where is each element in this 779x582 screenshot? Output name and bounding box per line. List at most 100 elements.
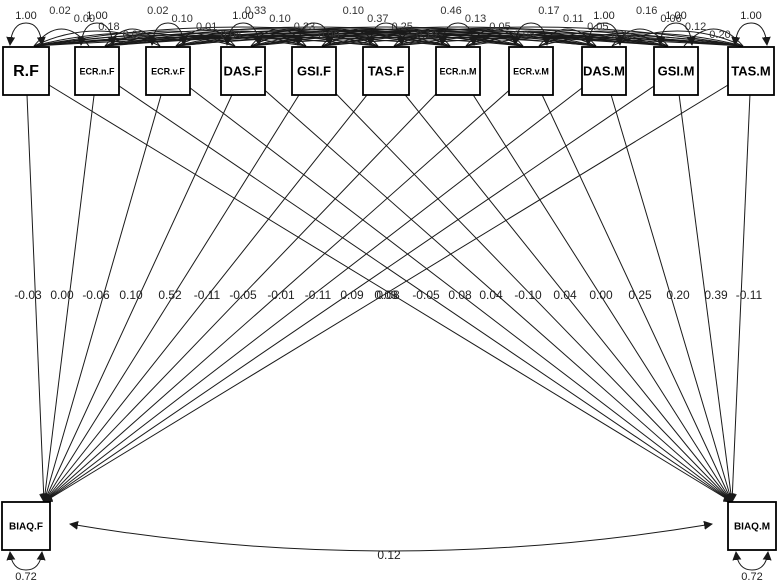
covariance-label: 0.46 bbox=[440, 5, 461, 17]
path-coefficient: 0.00 bbox=[589, 288, 613, 302]
path-coefficient: -0.10 bbox=[514, 288, 542, 302]
variance-label: 1.00 bbox=[740, 10, 761, 22]
node-tasf: TAS.F bbox=[362, 46, 410, 96]
node-biaqf: BIAQ.F0.72 bbox=[1, 501, 51, 582]
path-to-biaq-f bbox=[43, 70, 244, 503]
covariance-label: 0.10 bbox=[171, 13, 192, 25]
path-coefficient: -0.11 bbox=[194, 288, 221, 302]
path-to-biaq-f bbox=[43, 70, 532, 503]
node-box bbox=[435, 46, 481, 96]
node-dasm: DAS.M bbox=[581, 46, 627, 96]
path-to-biaq-f bbox=[43, 70, 677, 503]
path-to-biaq-m bbox=[530, 70, 733, 503]
node-label: R.F bbox=[13, 63, 39, 80]
covariance-label: 0.02 bbox=[49, 5, 70, 17]
path-to-biaq-m bbox=[167, 70, 733, 503]
node-gsif: GSI.F bbox=[291, 46, 337, 96]
path-coefficient: 0.08 bbox=[376, 288, 400, 302]
covariance-arc bbox=[393, 32, 597, 47]
path-to-biaq-m bbox=[457, 70, 733, 503]
variance-label: 1.00 bbox=[665, 10, 686, 22]
endogenous-variables: BIAQ.F0.72 BIAQ.M 0.72 bbox=[1, 501, 777, 582]
path-coefficient: 0.00 bbox=[50, 288, 74, 302]
covariance-label: 0.25 bbox=[391, 21, 412, 33]
covariance-label: 0.09 bbox=[123, 29, 144, 41]
path-coefficient: -0.11 bbox=[305, 288, 332, 302]
residual-covariance-arc bbox=[69, 520, 713, 552]
path-coefficient: 0.04 bbox=[479, 288, 503, 302]
path-to-biaq-f bbox=[43, 70, 605, 503]
variance-label: 1.00 bbox=[15, 10, 36, 22]
path-coefficient: 0.04 bbox=[553, 288, 577, 302]
variance-loop bbox=[731, 22, 771, 46]
path-coefficient: -0.03 bbox=[14, 288, 42, 302]
path-to-biaq-m bbox=[675, 70, 736, 503]
covariance-label: 0.12 bbox=[685, 21, 706, 33]
node-label: GSI.F bbox=[297, 63, 331, 78]
path-to-biaq-m bbox=[313, 70, 733, 503]
path-to-biaq-m bbox=[242, 70, 733, 503]
path-coefficient: 0.09 bbox=[340, 288, 364, 302]
variance-loop bbox=[366, 22, 406, 46]
path-to-biaq-f bbox=[43, 70, 752, 503]
node-box bbox=[508, 46, 554, 96]
node-label: ECR.v.F bbox=[151, 66, 185, 76]
path-coefficient: -0.05 bbox=[412, 288, 440, 302]
variance-loop bbox=[148, 22, 188, 46]
covariance-arc bbox=[538, 32, 744, 47]
residual-loop bbox=[732, 551, 772, 571]
path-coefficient: 0.10 bbox=[119, 288, 143, 302]
covariance-arc bbox=[538, 30, 669, 47]
node-box bbox=[581, 46, 627, 96]
node-box bbox=[1, 501, 51, 551]
path-coefficient: 0.08 bbox=[448, 288, 472, 302]
node-box bbox=[2, 46, 50, 96]
path-to-biaq-f bbox=[43, 70, 315, 503]
path-coefficient: -0.05 bbox=[229, 288, 257, 302]
covariance-label: 0.17 bbox=[538, 5, 559, 17]
top-covariance-arcs: 0.020.000.180.090.020.100.010.040.330.10… bbox=[6, 5, 771, 47]
covariance-arc bbox=[465, 32, 669, 47]
node-ecrnf: ECR.n.F bbox=[74, 46, 120, 96]
path-coefficient: 0.25 bbox=[628, 288, 652, 302]
covariance-label: 0.37 bbox=[367, 13, 388, 25]
node-label: DAS.F bbox=[224, 63, 263, 78]
path-coefficient: -0.06 bbox=[82, 288, 110, 302]
covariance-arc bbox=[465, 30, 597, 47]
node-ecrvf: ECR.v.F bbox=[145, 46, 191, 96]
node-box bbox=[727, 46, 775, 96]
node-label: ECR.v.M bbox=[513, 66, 549, 76]
node-box bbox=[727, 501, 777, 551]
exogenous-variables: R.F ECR.n.F ECR.v.F DAS.F GSI.F TAS.F ECR.n.M E… bbox=[2, 46, 775, 96]
path-to-biaq-m bbox=[727, 70, 752, 503]
covariance-label: 0.19 bbox=[416, 29, 437, 41]
path-to-biaq-f bbox=[41, 70, 169, 503]
residual-loop bbox=[6, 551, 46, 571]
covariance-label: 0.13 bbox=[465, 13, 486, 25]
node-tasm: TAS.M bbox=[727, 46, 775, 96]
node-label: ECR.n.F bbox=[80, 66, 116, 76]
residual-covariance-label: 0.12 bbox=[377, 548, 401, 562]
residual-label: 0.72 bbox=[741, 571, 762, 582]
node-ecrvm: ECR.v.M bbox=[508, 46, 554, 96]
path-coefficient: -0.11 bbox=[736, 288, 763, 302]
node-label: ECR.n.M bbox=[440, 66, 477, 76]
path-to-biaq-m bbox=[385, 70, 733, 503]
node-label: BIAQ.M bbox=[734, 522, 770, 533]
covariance-arc bbox=[611, 30, 744, 47]
node-box bbox=[362, 46, 410, 96]
covariance-label: 0.10 bbox=[269, 13, 290, 25]
regression-paths bbox=[25, 70, 752, 503]
covariance-arc bbox=[321, 32, 524, 47]
covariance-label: 0.02 bbox=[147, 5, 168, 17]
covariance-label: 0.10 bbox=[343, 5, 364, 17]
node-ecrnm: ECR.n.M bbox=[435, 46, 481, 96]
path-coefficient: 0.20 bbox=[666, 288, 690, 302]
variance-label: 1.00 bbox=[232, 10, 253, 22]
node-label: TAS.F bbox=[368, 63, 405, 78]
variance-loop bbox=[77, 22, 117, 46]
path-to-biaq-f bbox=[43, 70, 387, 503]
path-to-biaq-f bbox=[25, 70, 49, 503]
